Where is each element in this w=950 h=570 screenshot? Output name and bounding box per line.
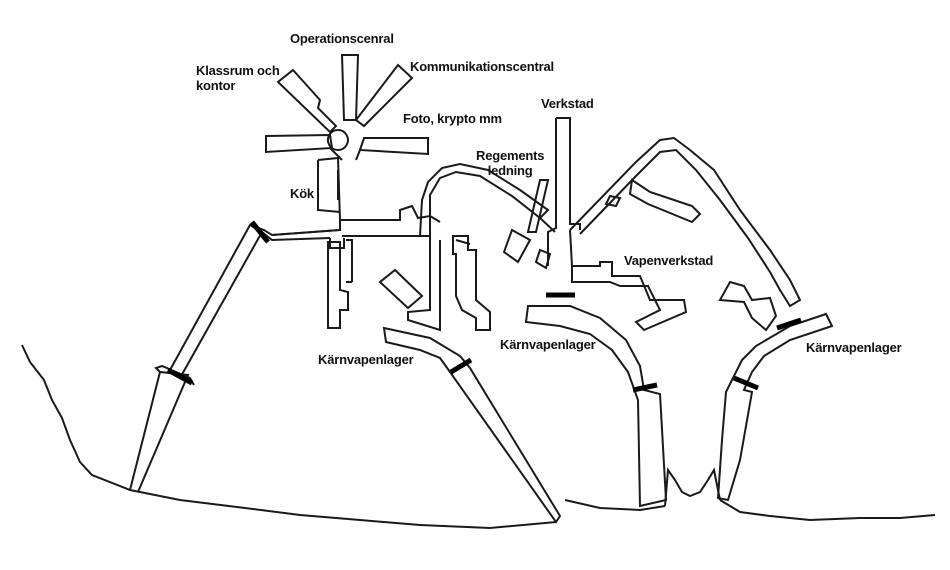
left-tunnel-upper [169,223,264,379]
label-kok: Kök [290,186,314,201]
terrain-outline [21,344,557,530]
storage-bay-b [346,239,353,283]
blast-door-karnvapenlager-3 [733,375,759,391]
middle-loop [419,162,550,237]
left-tunnel [129,370,190,493]
room-west-wing [265,133,334,154]
blast-door-left-upper [250,220,270,244]
spine-left [547,118,557,266]
room-foto [358,137,429,156]
label-karnvapenlager-3: Kärnvapenlager [806,340,902,355]
right-loop-room-b [604,194,622,208]
blast-door-karnvapenlager-1 [449,357,473,375]
room-klassrum [276,68,338,134]
hub-circle [326,129,349,151]
blast-door-karnvapenlager-2 [632,382,658,393]
label-foto: Foto, krypto mm [403,111,502,126]
label-kommunikationscentral: Kommunikationscentral [410,59,554,74]
kok-stub [317,156,341,221]
label-karnvapenlager-1: Kärnvapenlager [318,352,414,367]
valley-notch [664,467,721,507]
label-karnvapenlager-2: Kärnvapenlager [500,337,596,352]
terrain-outline-middle [564,499,666,512]
blast-door-right-loop [776,317,802,331]
vapenverkstad-entry [569,229,573,267]
blast-door-left-lower [166,367,194,386]
karnvapenlager-1-room [378,268,424,310]
regementsledning-room [526,179,550,233]
main-corridor [271,204,431,237]
storage-bay-c [452,235,491,331]
label-vapenverkstad: Vapenverkstad [624,253,714,268]
karnvapenlager-1-feed [407,236,441,332]
storage-bay-c-inner [455,239,471,245]
karnvapenlager-3-tunnel [716,312,834,502]
right-loop [569,136,802,308]
spine-branch-b [534,248,552,270]
karnvapenlager-1-tunnel [382,326,562,524]
label-regementsledning: Regements ledning [476,148,545,178]
verkstad-shaft [556,117,581,230]
room-kommunikationscentral [354,63,414,128]
vapenverkstad-room [571,261,688,332]
right-loop-room-c [718,280,778,332]
hub-link-south [329,147,361,161]
label-verkstad: Verkstad [541,96,594,111]
right-loop-room-a [628,178,702,224]
spine-branch-a [502,228,532,264]
karnvapenlager-2-tunnel [524,305,668,508]
storage-bay-a [327,241,349,329]
room-operationscentral [340,54,360,121]
terrain-outline-right [719,499,936,522]
label-operationscentral: Operationscenral [290,31,394,46]
label-klassrum: Klassrum och kontor [196,63,280,93]
